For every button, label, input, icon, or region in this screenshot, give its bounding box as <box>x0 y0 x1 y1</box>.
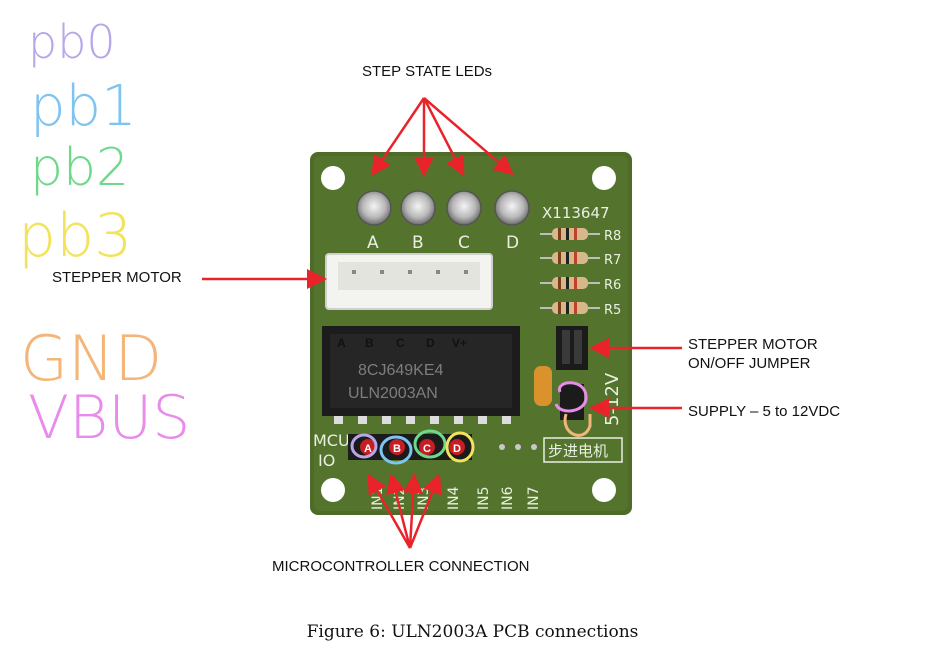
callout-supply: SUPPLY – 5 to 12VDC <box>688 403 840 420</box>
note-pb2: pb2 <box>30 138 129 198</box>
led-a <box>357 191 391 225</box>
input-label: IN5 <box>476 486 492 510</box>
callout-jumper-line2: ON/OFF JUMPER <box>688 355 811 372</box>
callout-stepper-motor: STEPPER MOTOR <box>52 269 182 286</box>
io-label: IO <box>318 451 335 470</box>
header-pin-label: C <box>396 336 405 350</box>
callout-step-state-leds: STEP STATE LEDs <box>362 63 492 80</box>
header-pin-label: V+ <box>452 336 467 350</box>
led-letter: C <box>458 233 470 253</box>
note-pb0: pb0 <box>28 15 116 69</box>
capacitor <box>534 366 552 406</box>
mounting-hole <box>321 478 345 502</box>
callout-jumper-line1: STEPPER MOTOR <box>688 336 818 353</box>
resistor-label: R5 <box>604 303 621 318</box>
note-vbus: VBUS <box>28 383 190 453</box>
chip-marking-1: 8CJ649KE4 <box>358 362 443 379</box>
voltage-label: 5-12V <box>602 372 623 426</box>
supply-header <box>560 384 584 420</box>
header-pin-label: D <box>426 336 435 350</box>
input-label: IN6 <box>500 486 516 510</box>
pcb-board: A B C D X113647 R8 R7 <box>310 152 632 515</box>
mounting-hole <box>321 166 345 190</box>
header-pin-label: A <box>337 336 346 350</box>
part-code: X113647 <box>542 204 610 222</box>
input-letter: B <box>393 443 401 455</box>
resistor-label: R8 <box>604 229 621 244</box>
input-letter: D <box>453 443 461 455</box>
input-label: IN4 <box>446 486 462 510</box>
led-letter: D <box>506 233 519 253</box>
led-letter: B <box>412 233 424 253</box>
resistor-label: R6 <box>604 278 621 293</box>
led-letter: A <box>367 233 379 253</box>
note-pb1: pb1 <box>30 74 137 139</box>
onoff-jumper <box>556 326 588 370</box>
figure-caption: Figure 6: ULN2003A PCB connections <box>0 622 945 642</box>
uln2003-chip: A B C D V+ 8CJ649KE4 ULN2003AN <box>322 326 520 424</box>
motor-connector <box>326 254 492 309</box>
chinese-label: 步进电机 <box>548 442 608 460</box>
led-c <box>447 191 481 225</box>
chip-marking-2: ULN2003AN <box>348 385 438 402</box>
input-letter: C <box>423 443 431 455</box>
callout-microcontroller: MICROCONTROLLER CONNECTION <box>272 558 530 575</box>
input-letter: A <box>364 443 372 455</box>
handwritten-notes: pb0 pb1 pb2 pb3 GND VBUS <box>18 15 190 453</box>
note-pb3: pb3 <box>18 201 132 271</box>
led-d <box>495 191 529 225</box>
resistor-label: R7 <box>604 253 621 268</box>
mounting-hole <box>592 478 616 502</box>
mounting-hole <box>592 166 616 190</box>
mcu-label: MCU <box>313 431 350 450</box>
led-b <box>401 191 435 225</box>
input-label: IN7 <box>526 486 542 510</box>
header-pin-label: B <box>365 336 374 350</box>
